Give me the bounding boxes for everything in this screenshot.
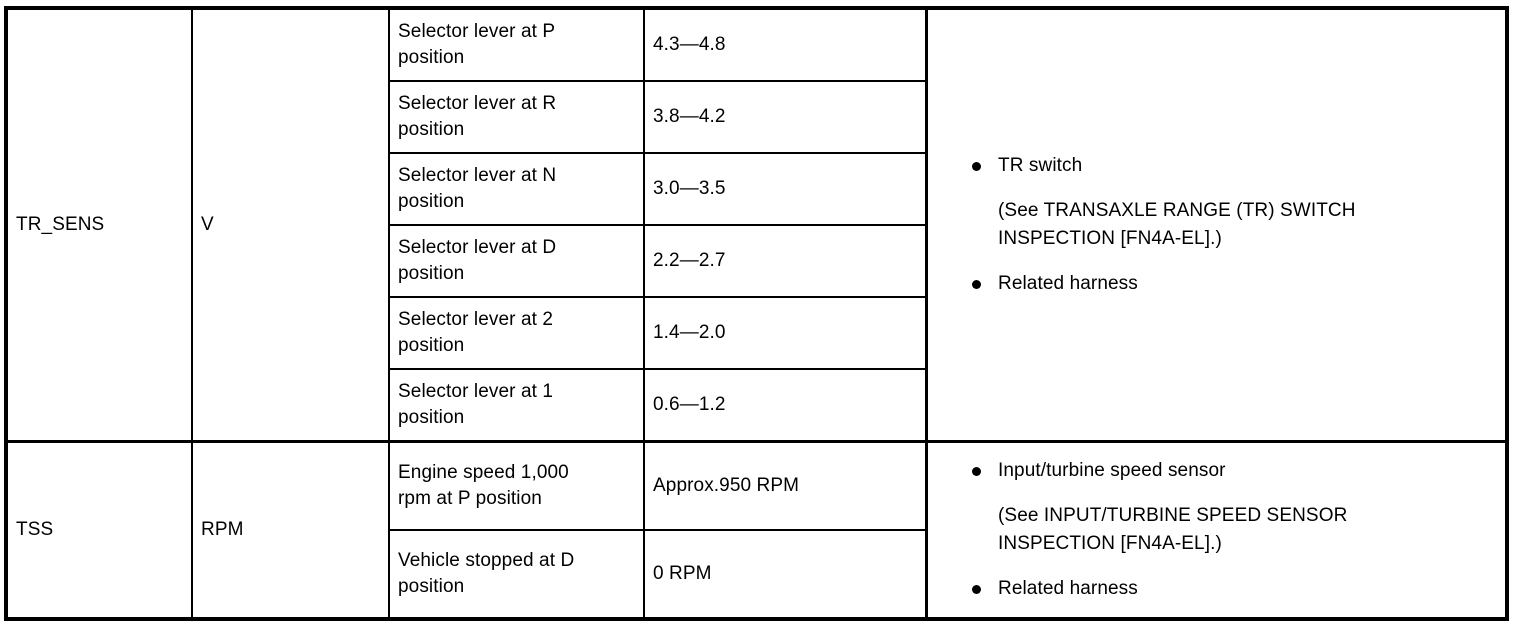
condition-cell: Engine speed 1,000 rpm at P position	[390, 443, 645, 530]
bullet-point-icon	[972, 467, 981, 477]
table-section-tr-sens: TR_SENS V Selector lever at P position 4…	[8, 10, 1505, 444]
table-row: Vehicle stopped at D position 0 RPM	[390, 531, 925, 617]
condition-cell: Selector lever at D position	[390, 226, 645, 297]
condition-value-column: Selector lever at P position 4.3—4.8 Sel…	[390, 10, 928, 441]
note-reference-line-2: INSPECTION [FN4A-EL].)	[998, 533, 1222, 555]
value-label: 0 RPM	[653, 563, 712, 585]
signal-unit-cell: V	[193, 10, 390, 441]
signal-name-cell: TSS	[8, 443, 193, 617]
condition-label: Selector lever at N position	[398, 165, 557, 213]
table-row: Selector lever at N position 3.0—3.5	[390, 154, 925, 227]
condition-cell: Selector lever at N position	[390, 154, 645, 225]
specification-table: TR_SENS V Selector lever at P position 4…	[4, 6, 1509, 621]
bullet-point-icon	[972, 279, 981, 289]
note-reference-line-1: (See TRANSAXLE RANGE (TR) SWITCH	[998, 199, 1356, 221]
condition-label: Selector lever at P position	[398, 21, 556, 69]
bullet-point-icon	[972, 162, 981, 172]
signal-name-cell: TR_SENS	[8, 10, 193, 441]
value-cell: 1.4—2.0	[645, 298, 925, 368]
value-label: Approx.950 RPM	[653, 475, 800, 497]
value-cell: 2.2—2.7	[645, 226, 925, 296]
condition-cell: Vehicle stopped at D position	[390, 531, 645, 617]
note-bullet-label: Input/turbine speed sensor	[998, 460, 1226, 482]
table-row: Selector lever at P position 4.3—4.8	[390, 10, 925, 83]
note-reference-line-1: (See INPUT/TURBINE SPEED SENSOR	[998, 504, 1348, 526]
note-reference: (See TRANSAXLE RANGE (TR) SWITCH INSPECT…	[972, 197, 1495, 254]
signal-name-label: TR_SENS	[16, 214, 105, 236]
condition-label: Selector lever at R position	[398, 93, 557, 141]
value-label: 0.6—1.2	[653, 394, 726, 416]
note-reference-line-2: INSPECTION [FN4A-EL].)	[998, 228, 1222, 250]
table-row: Selector lever at D position 2.2—2.7	[390, 226, 925, 299]
value-label: 4.3—4.8	[653, 34, 726, 56]
condition-cell: Selector lever at R position	[390, 82, 645, 153]
signal-unit-cell: RPM	[193, 443, 390, 617]
value-label: 3.8—4.2	[653, 106, 726, 128]
condition-label: Vehicle stopped at D position	[398, 550, 575, 598]
value-cell: 3.0—3.5	[645, 154, 925, 224]
signal-name-label: TSS	[16, 519, 54, 541]
note-bullet-item: TR switch	[972, 152, 1495, 181]
condition-label: Selector lever at D position	[398, 237, 557, 285]
note-bullet-label: Related harness	[998, 272, 1138, 294]
value-label: 1.4—2.0	[653, 322, 726, 344]
table-row: Selector lever at 2 position 1.4—2.0	[390, 298, 925, 371]
value-cell: 0 RPM	[645, 531, 925, 617]
value-cell: Approx.950 RPM	[645, 443, 925, 529]
condition-value-column: Engine speed 1,000 rpm at P position App…	[390, 443, 928, 617]
value-cell: 3.8—4.2	[645, 82, 925, 152]
signal-unit-label: RPM	[201, 519, 244, 541]
inspection-notes-cell: Input/turbine speed sensor (See INPUT/TU…	[928, 443, 1505, 617]
inspection-notes-cell: TR switch (See TRANSAXLE RANGE (TR) SWIT…	[928, 10, 1505, 440]
note-bullet-label: Related harness	[998, 577, 1138, 599]
value-cell: 0.6—1.2	[645, 370, 925, 440]
value-label: 2.2—2.7	[653, 250, 726, 272]
note-bullet-label: TR switch	[998, 155, 1083, 177]
condition-label: Engine speed 1,000 rpm at P position	[398, 462, 569, 510]
condition-label: Selector lever at 1 position	[398, 381, 554, 429]
table-section-tss: TSS RPM Engine speed 1,000 rpm at P posi…	[8, 443, 1505, 617]
note-reference: (See INPUT/TURBINE SPEED SENSOR INSPECTI…	[972, 502, 1495, 559]
condition-cell: Selector lever at P position	[390, 10, 645, 81]
condition-cell: Selector lever at 1 position	[390, 370, 645, 441]
bullet-point-icon	[972, 584, 981, 594]
note-bullet-item: Related harness	[972, 575, 1495, 604]
value-label: 3.0—3.5	[653, 178, 726, 200]
value-cell: 4.3—4.8	[645, 10, 925, 80]
table-row: Selector lever at 1 position 0.6—1.2	[390, 370, 925, 441]
table-row: Selector lever at R position 3.8—4.2	[390, 82, 925, 155]
note-bullet-item: Related harness	[972, 270, 1495, 299]
condition-label: Selector lever at 2 position	[398, 309, 554, 357]
condition-cell: Selector lever at 2 position	[390, 298, 645, 369]
table-row: Engine speed 1,000 rpm at P position App…	[390, 443, 925, 532]
signal-unit-label: V	[201, 214, 214, 236]
note-bullet-item: Input/turbine speed sensor	[972, 457, 1495, 486]
